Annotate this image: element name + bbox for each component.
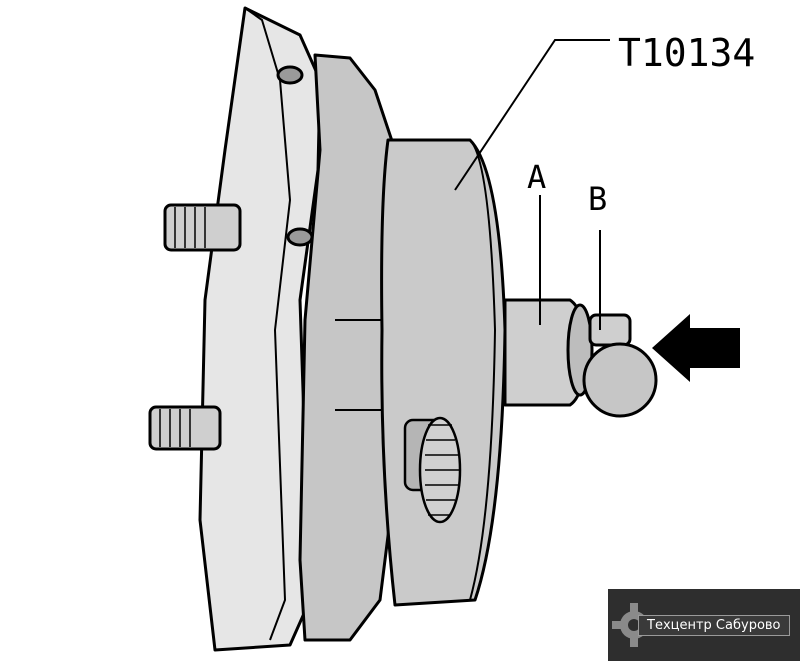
adjusting-knob [403,416,462,524]
wheel-stud-upper [163,203,242,252]
watermark: Техцентр Сабурово [608,589,800,661]
wheel-stud-lower [148,405,222,451]
callout-b-label: B [588,180,607,218]
wheel-hub [198,6,322,652]
watermark-text: Техцентр Сабурово [638,615,790,636]
pressure-piece-b [582,313,658,418]
wheel-studs [148,203,242,451]
stud-hole [286,227,314,247]
tool-body [380,138,507,607]
leader-lines [454,39,610,330]
stud-hole [276,65,304,85]
arrow-right-icon [652,314,740,382]
spindle-a [503,298,594,407]
callout-tool-label: T10134 [618,31,755,75]
tool-flange [298,53,407,642]
callout-a-label: A [527,158,546,196]
leader-line-tool [454,39,610,191]
